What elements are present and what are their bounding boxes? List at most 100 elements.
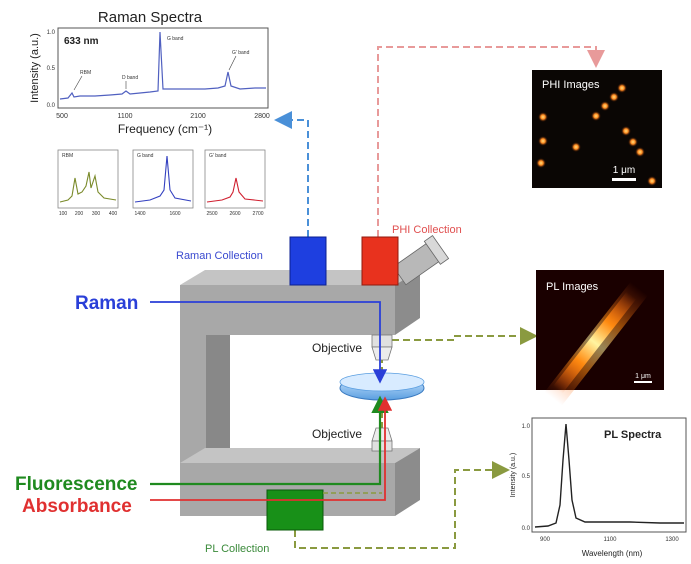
pl-scale-bar <box>634 381 652 383</box>
pl-images-panel: PL Images 1 μm <box>536 270 664 406</box>
inset-title: RBM <box>62 153 73 159</box>
fluorescence-label: Fluorescence <box>15 474 138 495</box>
phi-dot <box>536 158 546 168</box>
pl-ytick-1: 0.5 <box>522 474 531 480</box>
raman-ytick-0: 0.0 <box>47 103 56 109</box>
phi-collection-box <box>361 236 399 286</box>
inset-xtick: 1600 <box>169 211 180 217</box>
raman-collection-dashed-path <box>274 111 309 237</box>
raman-inset-gband: G band 1400 1600 <box>132 149 194 217</box>
inset-title: G' band <box>209 153 227 159</box>
microscope-pillar-side <box>206 330 230 470</box>
objective-bottom <box>371 427 393 452</box>
pl-spectrum-line <box>534 423 684 528</box>
raman-collection-label: Raman Collection <box>176 250 263 262</box>
eyepiece <box>392 235 450 286</box>
phi-collection-label: PHI Collection <box>392 224 462 236</box>
raman-spectra-title: Raman Spectra <box>98 9 203 26</box>
raman-inset-g2band: G' band 2500 2600 2700 <box>204 149 266 217</box>
inset-xtick: 300 <box>92 211 101 217</box>
microscope-top-arm-side <box>395 270 420 335</box>
raman-xlabel: Frequency (cm⁻¹) <box>118 122 212 136</box>
pl-xtick-1: 1100 <box>604 537 618 543</box>
objective-top-label: Objective <box>312 341 362 355</box>
inset-xtick: 400 <box>109 211 118 217</box>
phi-dot <box>621 126 631 136</box>
pl-ytick-0: 0.0 <box>522 526 531 532</box>
inset-frame <box>204 149 266 209</box>
phi-scale-bar <box>612 178 636 181</box>
phi-images-panel: PHI Images 1 μm <box>532 70 662 188</box>
inset-spectrum-line <box>134 155 192 203</box>
objective-bottom-label: Objective <box>312 427 362 441</box>
phi-dot <box>571 142 581 152</box>
phi-dot <box>538 112 548 122</box>
pl-scale-label: 1 μm <box>635 373 651 380</box>
raman-annot-rbm: RBM <box>80 70 91 76</box>
pl-xtick-2: 1300 <box>665 537 679 543</box>
fluorescence-beam-path <box>150 395 389 486</box>
microscope-top-arm-front <box>180 285 395 335</box>
phi-dots <box>536 83 657 186</box>
inset-title: G band <box>137 153 154 159</box>
phi-dot <box>591 111 601 121</box>
phi-dot <box>628 137 638 147</box>
phi-dot <box>617 83 627 93</box>
raman-xtick-3: 2800 <box>254 113 270 120</box>
absorbance-beam-path <box>150 396 393 501</box>
raman-beam-path <box>150 301 388 384</box>
pl-images-title: PL Images <box>546 281 599 293</box>
sample-stage-lens-top <box>339 372 425 392</box>
raman-collection-box <box>289 236 327 286</box>
raman-annot-dband: D band <box>122 75 138 81</box>
inset-frame <box>132 149 194 209</box>
raman-label: Raman <box>75 293 138 314</box>
pl-xtick-0: 900 <box>540 537 551 543</box>
phi-dot <box>647 176 657 186</box>
inset-xtick: 100 <box>59 211 68 217</box>
inset-xtick: 2700 <box>252 211 263 217</box>
inset-xtick: 2500 <box>206 211 217 217</box>
raman-xtick-0: 500 <box>56 113 68 120</box>
phi-dot <box>609 92 619 102</box>
pl-collection-box <box>266 489 324 531</box>
raman-wavelength-label: 633 nm <box>64 36 99 47</box>
raman-annot-g2band: G' band <box>232 50 250 56</box>
raman-annot-g2band-pointer <box>228 55 237 71</box>
phi-image-background <box>532 70 662 188</box>
raman-ytick-1: 0.5 <box>47 66 56 72</box>
microscope-pillar-front <box>180 330 206 470</box>
pl-ylabel: Intensity (a.u.) <box>510 453 517 497</box>
pl-collection-label: PL Collection <box>205 543 269 555</box>
phi-scale-label: 1 μm <box>613 165 635 176</box>
raman-plot-frame <box>57 27 269 109</box>
raman-annot-gband: G band <box>167 36 184 42</box>
raman-spectra-chart: Raman Spectra 633 nm Intensity (a.u.) 0.… <box>29 9 270 136</box>
inset-xtick: 200 <box>75 211 84 217</box>
raman-xtick-2: 2100 <box>190 113 206 120</box>
raman-annot-rbm-pointer <box>73 75 83 91</box>
pl-spectra-chart: PL Spectra Intensity (a.u.) 0.0 0.5 1.0 … <box>510 417 687 558</box>
pl-spectra-title: PL Spectra <box>604 429 662 441</box>
phi-images-title: PHI Images <box>542 79 600 91</box>
raman-xtick-1: 1100 <box>117 113 132 120</box>
raman-ytick-2: 1.0 <box>47 30 56 36</box>
inset-spectrum-line <box>206 177 264 203</box>
microscope-base-side <box>395 448 420 516</box>
inset-xtick: 2600 <box>229 211 240 217</box>
inset-spectrum-line <box>59 171 117 203</box>
absorbance-label: Absorbance <box>22 496 132 517</box>
pl-xlabel: Wavelength (nm) <box>582 549 643 558</box>
pl-collection-dashed-path-bottom <box>294 461 510 549</box>
raman-spectrum-line <box>59 31 266 100</box>
raman-ylabel: Intensity (a.u.) <box>29 33 41 103</box>
microscope-base-top <box>180 448 420 463</box>
phi-dot <box>538 136 548 146</box>
phi-dot <box>600 101 610 111</box>
phi-collection-dashed-path <box>377 46 605 237</box>
pl-image-streak <box>552 291 637 394</box>
pl-ytick-2: 1.0 <box>522 424 531 430</box>
objective-top <box>371 334 393 361</box>
inset-xtick: 1400 <box>134 211 145 217</box>
